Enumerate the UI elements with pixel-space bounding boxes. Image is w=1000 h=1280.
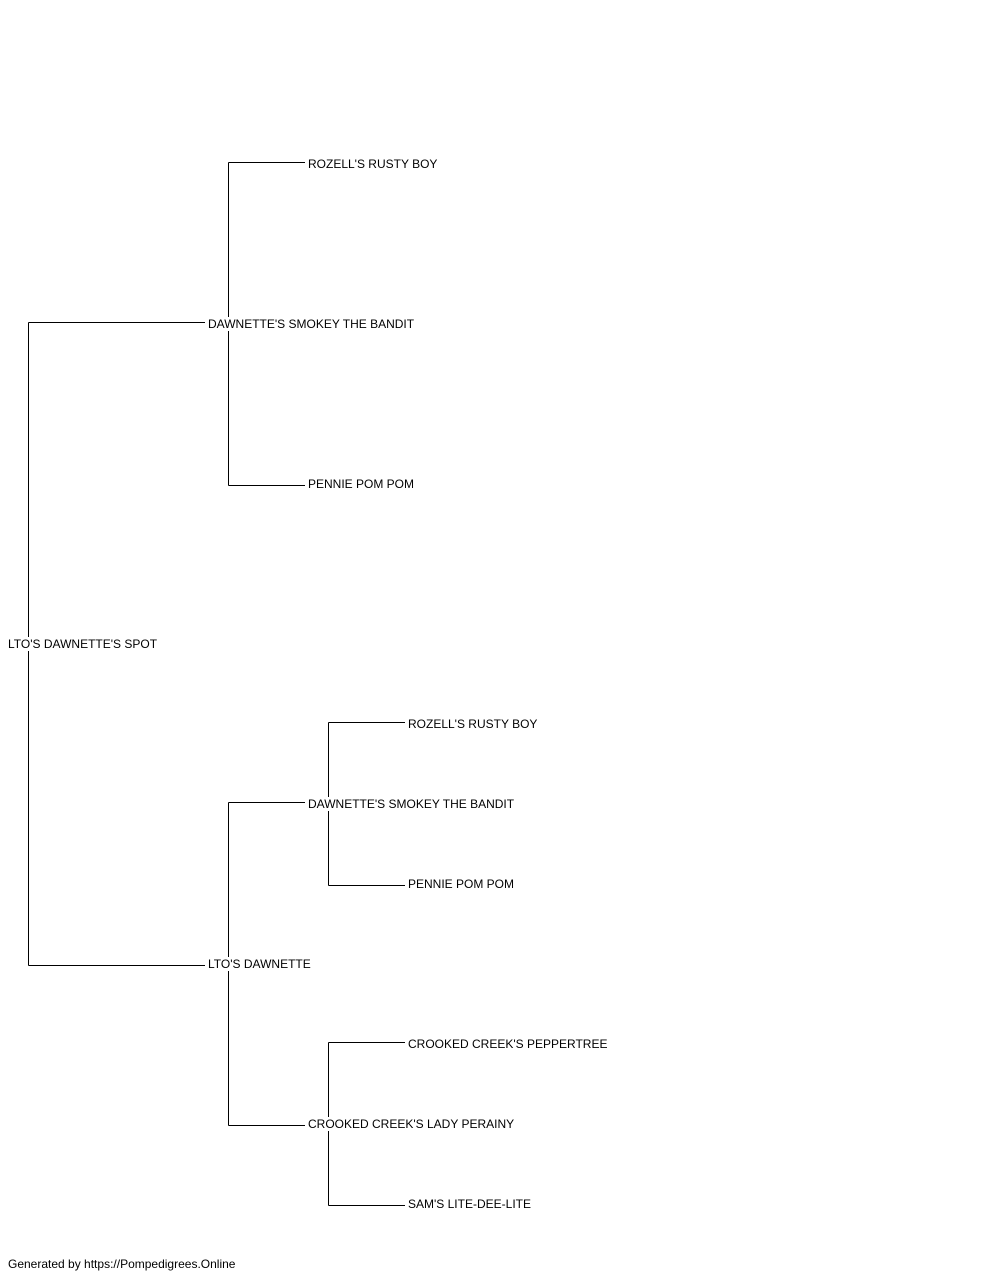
sire-name: DAWNETTE'S SMOKEY THE BANDIT [206, 317, 417, 331]
dam-dam-dam-name: SAM'S LITE-DEE-LITE [406, 1197, 533, 1211]
dam-dam-sire-name: CROOKED CREEK'S PEPPERTREE [406, 1037, 610, 1051]
subject-name: LTO'S DAWNETTE'S SPOT [6, 637, 160, 651]
dam-dam-name: CROOKED CREEK'S LADY PERAINY [306, 1117, 517, 1131]
sire-sire-name: ROZELL'S RUSTY BOY [306, 157, 440, 171]
dam-name: LTO'S DAWNETTE [206, 957, 313, 971]
dam-sire-dam-name: PENNIE POM POM [406, 877, 517, 891]
dam-sire-sire-name: ROZELL'S RUSTY BOY [406, 717, 540, 731]
generated-by-footer: Generated by https://Pompedigrees.Online [8, 1257, 236, 1271]
sire-dam-name: PENNIE POM POM [306, 477, 417, 491]
dam-sire-name: DAWNETTE'S SMOKEY THE BANDIT [306, 797, 517, 811]
